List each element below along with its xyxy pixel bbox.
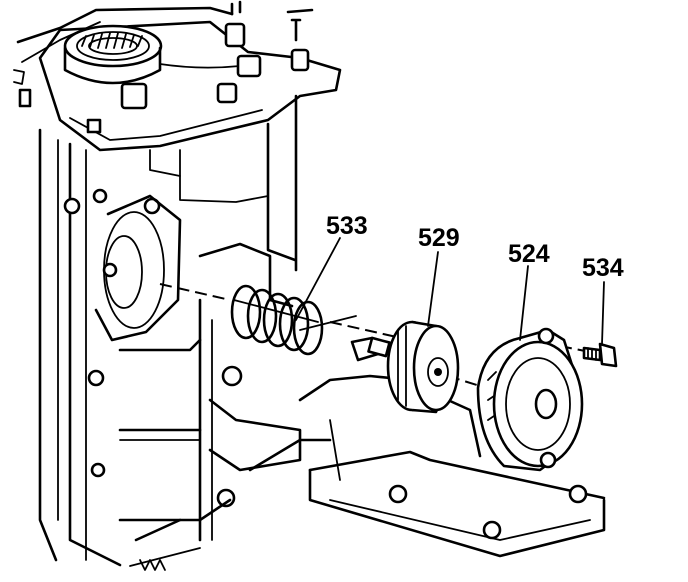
boss-1 [120,82,148,110]
part-524-cover [476,327,584,472]
part-534-bolt [582,342,618,368]
centerline-2 [329,321,411,341]
piston-face [412,324,460,412]
case-bolt-4 [221,365,243,387]
boss-2 [236,54,262,78]
part-529-piston [350,320,460,414]
mount-bolt-3 [482,520,502,540]
case-bolt-1 [63,197,81,215]
case-bolt-3 [90,462,106,478]
leader-524 [519,265,529,341]
callout-533: 533 [326,212,368,240]
mount-bolt-2 [568,484,588,504]
mount-bolt-1 [388,484,408,504]
boss-3 [216,82,238,104]
case-bolt-5 [216,488,236,508]
part-533-spring [230,284,324,356]
callout-534: 534 [582,254,624,282]
leader-529 [427,251,439,327]
centerline-1 [159,283,231,301]
cover-center-hole [534,388,558,420]
leader-534 [601,281,605,345]
callout-529: 529 [418,224,460,252]
callout-524: 524 [508,240,550,268]
boss-4 [224,22,246,48]
transmission-case [13,0,606,571]
leader-533 [295,237,341,321]
case-bolt-2 [87,369,105,387]
